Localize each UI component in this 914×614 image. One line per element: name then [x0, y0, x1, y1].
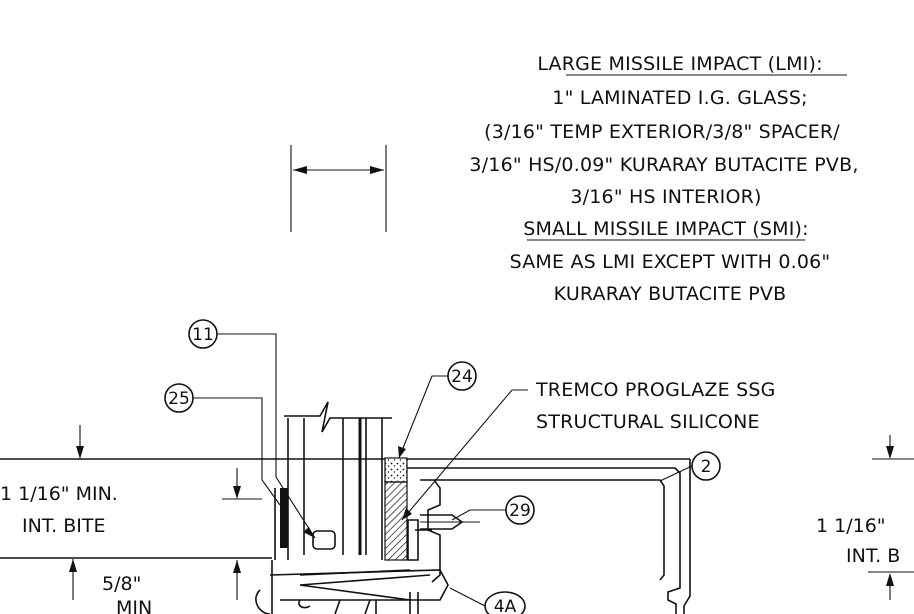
glass-unit — [284, 401, 392, 560]
right-bite-dimension: 1 1/16" INT. B — [816, 435, 914, 600]
left-bite-dimension: 1 1/16" MIN. INT. BITE 5/8" MIN — [0, 425, 262, 614]
lmi-line-2: (3/16" TEMP EXTERIOR/3/8" SPACER/ — [484, 121, 840, 143]
backer-rod — [384, 457, 408, 483]
silicone-note: TREMCO PROGLAZE SSG STRUCTURAL SILICONE — [401, 379, 776, 521]
lmi-heading: LARGE MISSILE IMPACT (LMI): — [537, 53, 822, 75]
right-bite-label-2: INT. B — [846, 545, 900, 567]
tag-24: 24 — [398, 361, 477, 459]
left-bite-label-2: INT. BITE — [22, 515, 106, 537]
left-min-label-2: MIN — [116, 597, 152, 614]
svg-text:11: 11 — [192, 325, 214, 345]
svg-text:24: 24 — [451, 367, 473, 387]
svg-text:4A: 4A — [494, 597, 517, 614]
tag-2: 2 — [659, 451, 721, 482]
lmi-line-3: 3/16" HS/0.09" KURARAY BUTACITE PVB, — [469, 154, 858, 176]
lmi-line-1: 1" LAMINATED I.G. GLASS; — [552, 87, 807, 109]
svg-text:25: 25 — [168, 389, 190, 409]
silicone-note-line-1: TREMCO PROGLAZE SSG — [535, 379, 776, 401]
left-bite-label-1: 1 1/16" MIN. — [0, 483, 118, 505]
smi-heading: SMALL MISSILE IMPACT (SMI): — [523, 218, 809, 240]
tag-25: 25 — [164, 383, 281, 506]
frame-extrusion — [0, 458, 691, 614]
left-min-label-1: 5/8" — [102, 573, 141, 595]
smi-line-2: KURARAY BUTACITE PVB — [554, 283, 787, 305]
glass-thickness-dimension — [290, 145, 387, 232]
svg-text:29: 29 — [509, 501, 531, 521]
ig-spacer — [312, 530, 336, 550]
glass-notes: LARGE MISSILE IMPACT (LMI): 1" LAMINATED… — [469, 53, 858, 305]
tag-11: 11 — [188, 319, 316, 539]
smi-line-1: SAME AS LMI EXCEPT WITH 0.06" — [510, 251, 831, 273]
tag-29: 29 — [451, 495, 535, 525]
tag-4a: 4A — [449, 587, 526, 614]
structural-silicone — [384, 481, 408, 561]
lmi-line-4: 3/16" HS INTERIOR) — [570, 186, 761, 208]
silicone-note-line-2: STRUCTURAL SILICONE — [536, 411, 760, 433]
right-bite-label-1: 1 1/16" — [816, 515, 886, 537]
interior-gasket — [280, 488, 288, 548]
svg-text:2: 2 — [701, 457, 712, 477]
